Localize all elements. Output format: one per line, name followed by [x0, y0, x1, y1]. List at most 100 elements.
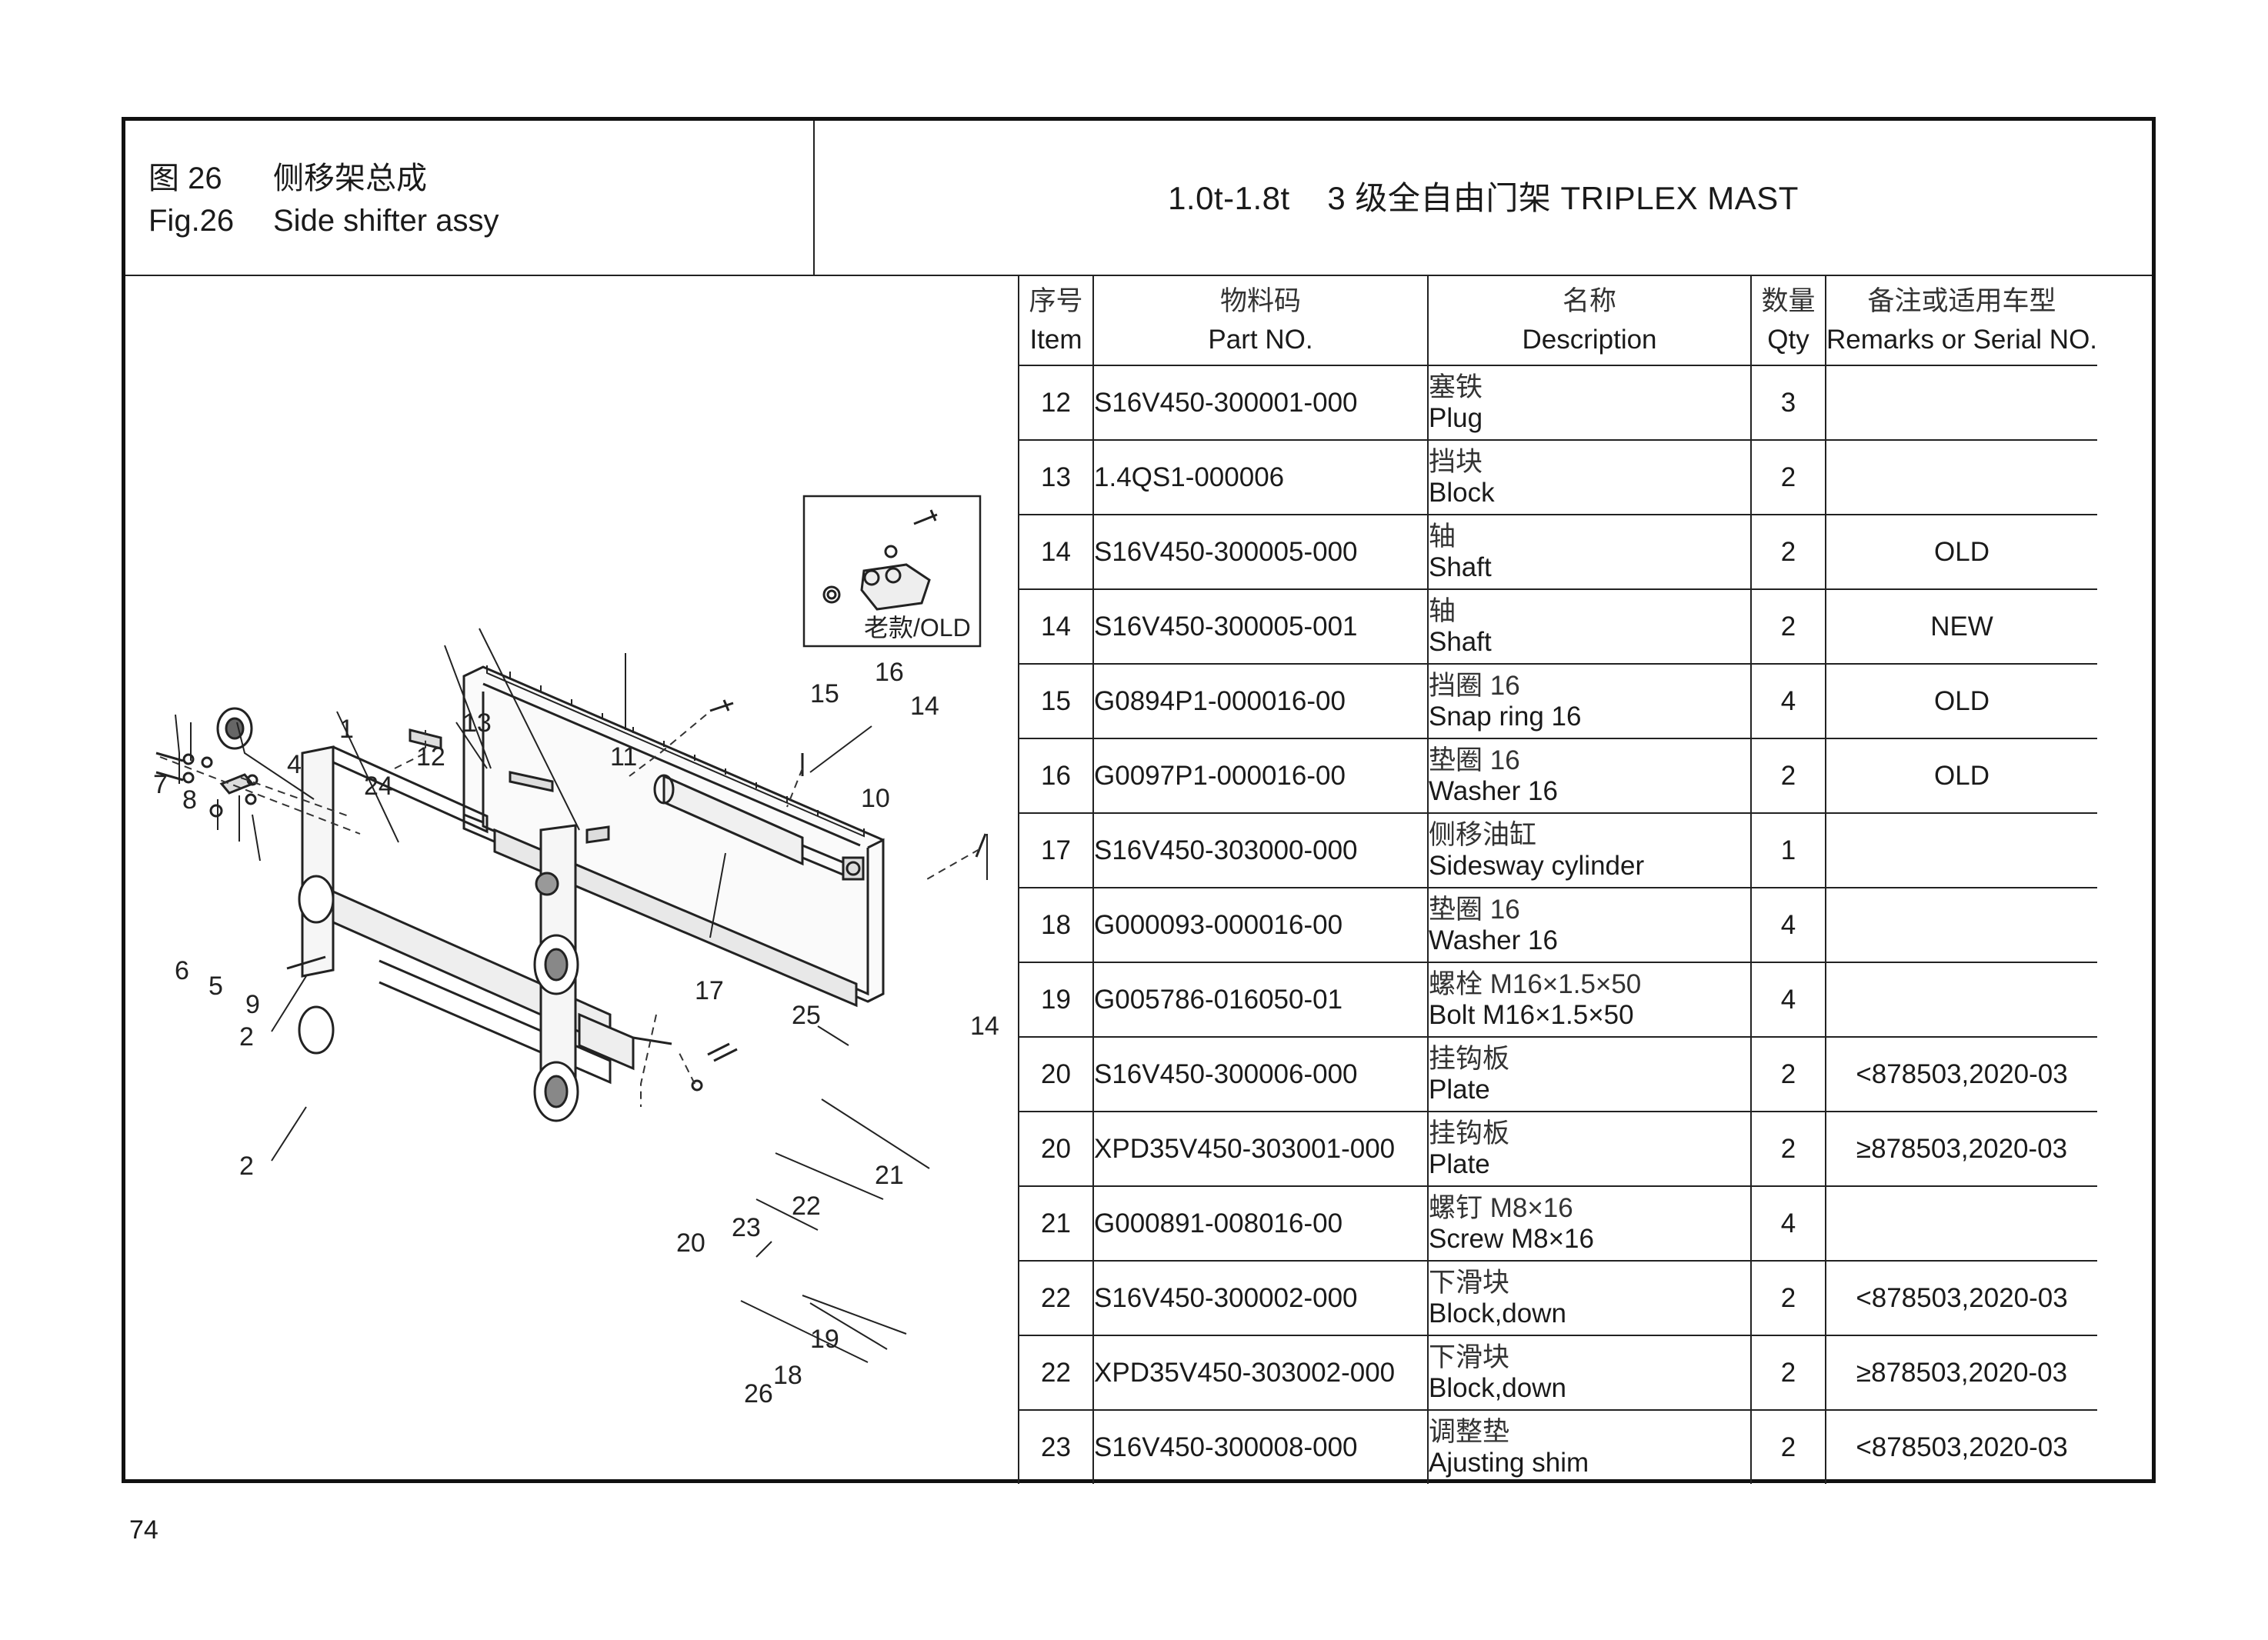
- model-title: 1.0t-1.8t 3 级全自由门架 TRIPLEX MAST: [1168, 179, 1799, 216]
- figure-number-en: Fig.26: [148, 204, 235, 238]
- item-cell: 17: [1018, 812, 1094, 888]
- exploded-view-diagram: 1 2 2 4 6 5 7 8 9 10 11 12 13 14 16 15 1…: [125, 276, 1018, 1483]
- item-cell: 15: [1018, 663, 1094, 739]
- description-cn: 螺钉 M8×16: [1429, 1192, 1573, 1223]
- remarks-cell: ≥878503,2020-03: [1824, 1111, 2098, 1187]
- remarks-cell: [1824, 887, 2098, 963]
- callout-15: 15: [810, 679, 839, 708]
- qty-cell: 2: [1750, 1409, 1826, 1484]
- part-number-cell: S16V450-300005-001: [1092, 588, 1429, 665]
- remarks-cell: NEW: [1824, 588, 2098, 665]
- description-en: Plate: [1429, 1148, 1490, 1179]
- description-en: Snap ring 16: [1429, 701, 1582, 732]
- description-cn: 轴: [1429, 521, 1456, 552]
- description-cn: 塞铁: [1429, 372, 1483, 402]
- callout-25: 25: [792, 1001, 821, 1030]
- callout-20: 20: [676, 1228, 705, 1258]
- callout-1: 1: [339, 715, 354, 744]
- item-cell: 22: [1018, 1335, 1094, 1411]
- exploded-view-drawing: 1 2 2 4 6 5 7 8 9 10 11 12 13 14 16 15 1…: [153, 495, 999, 1408]
- remarks-cell: OLD: [1824, 514, 2098, 590]
- description-en: Sidesway cylinder: [1429, 850, 1645, 881]
- callout-9: 9: [245, 990, 260, 1019]
- description-en: Bolt M16×1.5×50: [1429, 999, 1634, 1030]
- callout-14: 14: [970, 1012, 999, 1041]
- part-number-cell: S16V450-300006-000: [1092, 1036, 1429, 1112]
- callout-23: 23: [732, 1213, 761, 1242]
- callout-8: 8: [182, 785, 197, 815]
- qty-cell: 4: [1750, 1185, 1826, 1262]
- item-cell: 21: [1018, 1185, 1094, 1262]
- figure-title-block: 图 26 侧移架总成 Fig.26 Side shifter assy: [125, 121, 815, 276]
- part-number-cell: S16V450-300005-000: [1092, 514, 1429, 590]
- callout-22: 22: [792, 1192, 821, 1221]
- callout-7: 7: [153, 770, 168, 799]
- remarks-cell: <878503,2020-03: [1824, 1260, 2098, 1336]
- remarks-cell: [1824, 1185, 2098, 1262]
- qty-cell: 4: [1750, 887, 1826, 963]
- qty-cell: 3: [1750, 365, 1826, 441]
- part-number-cell: G005786-016050-01: [1092, 962, 1429, 1038]
- item-cell: 23: [1018, 1409, 1094, 1484]
- part-number-cell: S16V450-300001-000: [1092, 365, 1429, 441]
- remarks-cell: ≥878503,2020-03: [1824, 1335, 2098, 1411]
- remarks-cell: [1824, 812, 2098, 888]
- callout-16: 16: [875, 658, 904, 687]
- qty-cell: 2: [1750, 1335, 1826, 1411]
- callout-26: 26: [744, 1379, 773, 1408]
- qty-cell: 4: [1750, 962, 1826, 1038]
- figure-title-en: Side shifter assy: [273, 204, 499, 238]
- part-number-cell: G000093-000016-00: [1092, 887, 1429, 963]
- item-cell: 16: [1018, 738, 1094, 814]
- item-cell: 12: [1018, 365, 1094, 441]
- part-number-cell: XPD35V450-303002-000: [1092, 1335, 1429, 1411]
- description-cn: 下滑块: [1429, 1342, 1510, 1372]
- qty-cell: 2: [1750, 738, 1826, 814]
- item-cell: 22: [1018, 1260, 1094, 1336]
- qty-cell: 1: [1750, 812, 1826, 888]
- remarks-cell: <878503,2020-03: [1824, 1409, 2098, 1484]
- description-en: Block: [1429, 477, 1495, 508]
- drawing-frame: 图 26 侧移架总成 Fig.26 Side shifter assy 1.0t…: [122, 117, 2156, 1484]
- remarks-cell: OLD: [1824, 663, 2098, 739]
- qty-cell: 2: [1750, 439, 1826, 515]
- description-en: Washer 16: [1429, 775, 1558, 806]
- remarks-cell: <878503,2020-03: [1824, 1036, 2098, 1112]
- callout-2b: 2: [239, 1152, 254, 1181]
- item-cell: 18: [1018, 887, 1094, 963]
- description-en: Shaft: [1429, 626, 1492, 657]
- description-cn: 轴: [1429, 595, 1456, 626]
- item-cell: 20: [1018, 1111, 1094, 1187]
- callout-5: 5: [208, 972, 223, 1001]
- callout-6: 6: [175, 956, 189, 985]
- qty-cell: 2: [1750, 588, 1826, 665]
- page-number: 74: [129, 1515, 158, 1545]
- part-number-cell: 1.4QS1-000006: [1092, 439, 1429, 515]
- callout-17: 17: [695, 976, 724, 1005]
- description-en: Ajusting shim: [1429, 1447, 1589, 1478]
- qty-cell: 2: [1750, 1111, 1826, 1187]
